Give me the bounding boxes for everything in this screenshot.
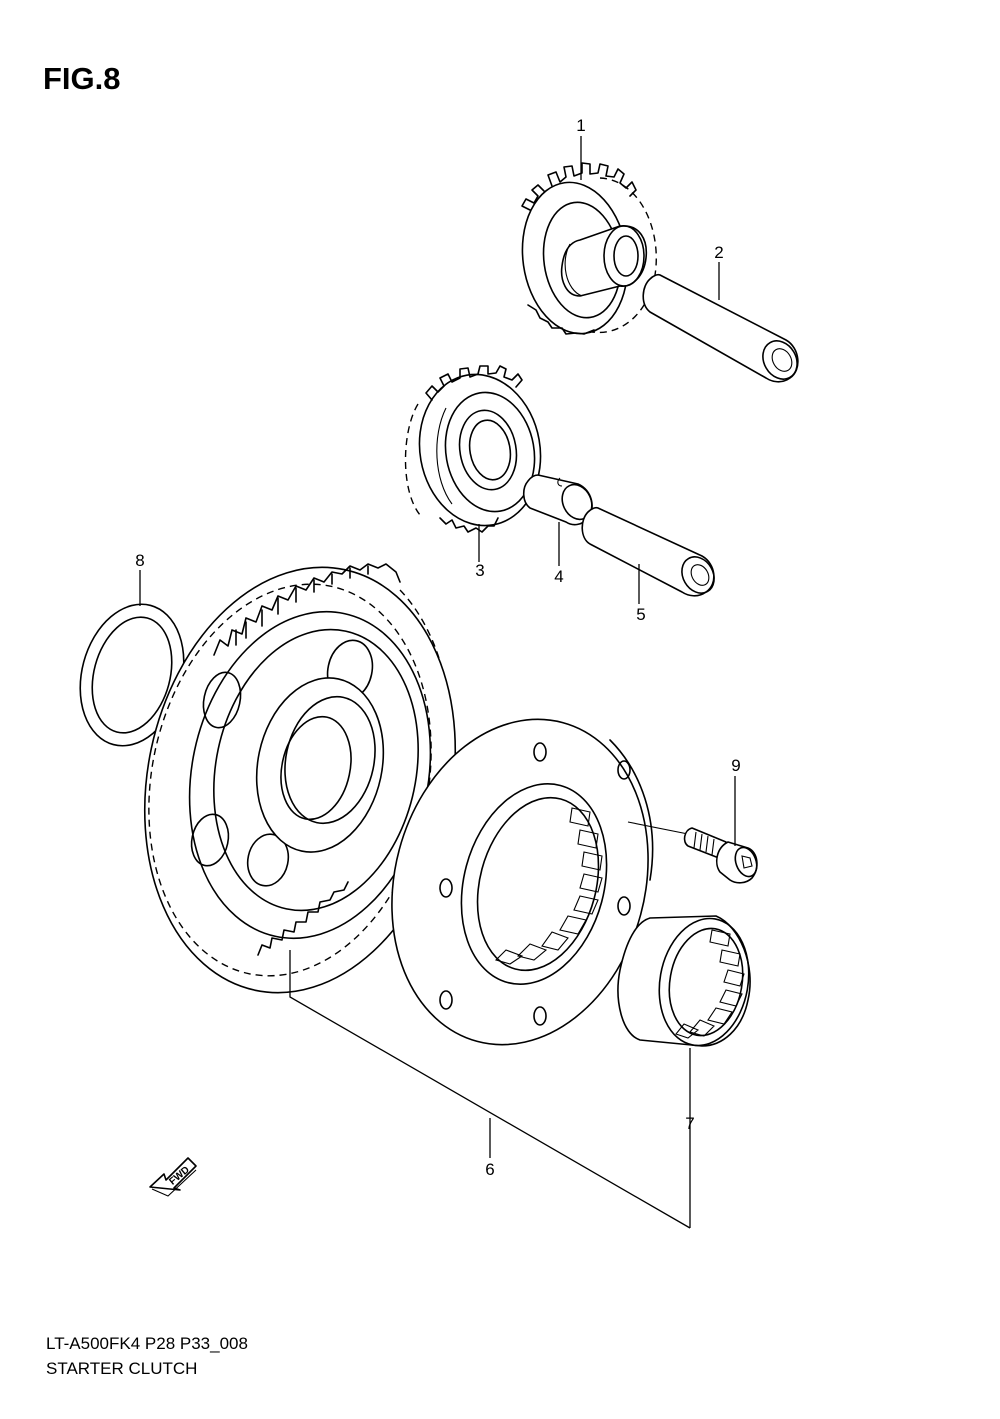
fwd-direction-marker: FWD xyxy=(149,1157,197,1197)
callout-4: 4 xyxy=(554,567,563,586)
section-name: STARTER CLUTCH xyxy=(46,1359,198,1378)
leader-lines xyxy=(139,136,736,1229)
callout-1: 1 xyxy=(576,116,585,135)
part-7-needle-bearing xyxy=(617,915,751,1047)
callout-8: 8 xyxy=(135,551,144,570)
callout-numbers: 1 2 3 4 5 6 7 8 9 xyxy=(135,116,740,1179)
part-5-idle-gear-shaft xyxy=(581,506,715,597)
part-1-starter-idle-gear xyxy=(521,162,657,335)
callout-2: 2 xyxy=(714,243,723,262)
arrow-left-down-icon xyxy=(149,1157,197,1197)
figure-title: FIG.8 xyxy=(43,61,121,96)
callout-9: 9 xyxy=(731,756,740,775)
model-code: LT-A500FK4 P28 P33_008 xyxy=(46,1334,248,1353)
part-2-idle-gear-shaft xyxy=(642,273,799,383)
callout-7: 7 xyxy=(685,1114,694,1133)
callout-5: 5 xyxy=(636,605,645,624)
part-6-one-way-clutch-housing xyxy=(391,718,654,1046)
callout-3: 3 xyxy=(475,561,484,580)
part-9-clutch-bolt xyxy=(627,821,758,884)
part-3-starter-idle-gear xyxy=(404,365,542,533)
callout-6: 6 xyxy=(485,1160,494,1179)
